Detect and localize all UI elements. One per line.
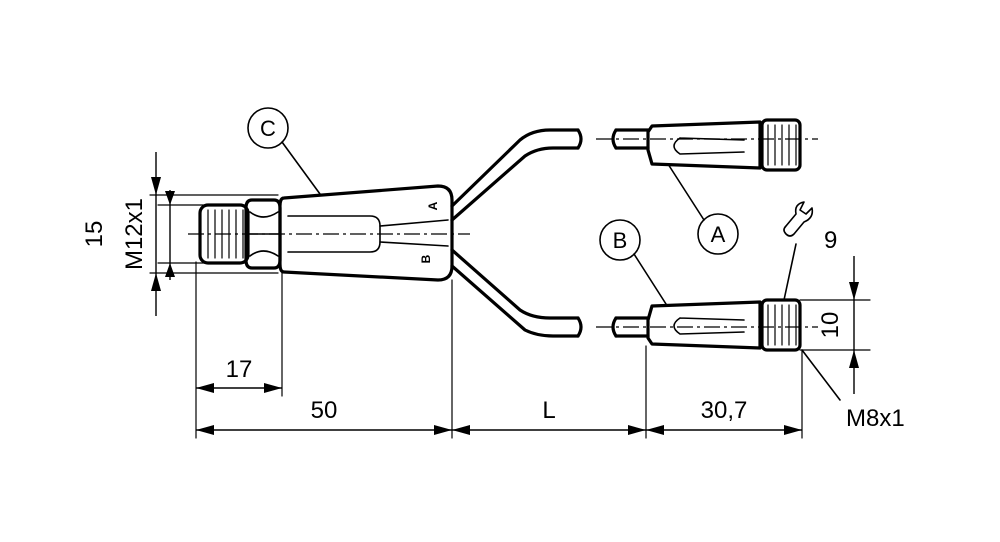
dimension-30-7: 30,7: [646, 397, 802, 435]
svg-text:A: A: [711, 222, 726, 247]
svg-text:50: 50: [311, 397, 338, 424]
svg-text:15: 15: [81, 221, 108, 248]
splitter-body: A B: [278, 184, 454, 282]
svg-text:9: 9: [824, 227, 837, 254]
dimension-l: L: [452, 397, 646, 435]
thread-m8: M8x1: [801, 349, 905, 432]
svg-text:17: 17: [226, 356, 253, 383]
dimension-15: 15: [81, 152, 279, 316]
callout-a: A: [667, 163, 739, 255]
svg-text:30,7: 30,7: [701, 397, 748, 424]
m12-connector: [198, 198, 282, 270]
cable-branches: [450, 128, 583, 338]
svg-text:10: 10: [817, 312, 844, 339]
dimension-50: 50: [196, 397, 452, 435]
m8-connector-b: [611, 298, 802, 352]
extension-lines: [195, 261, 803, 439]
wrench-icon: [783, 201, 814, 237]
callout-c: C: [247, 107, 321, 195]
svg-text:C: C: [260, 116, 276, 141]
svg-text:B: B: [613, 228, 628, 253]
svg-text:M12x1: M12x1: [121, 198, 148, 270]
centerlines: [188, 138, 818, 328]
callout-b: B: [599, 219, 667, 305]
m8-connector-a: [611, 118, 802, 172]
wrench-size: 9: [783, 201, 837, 301]
svg-text:L: L: [542, 397, 555, 424]
dimension-17: 17: [196, 356, 282, 393]
dimension-m12: M12x1: [121, 190, 247, 280]
body-mark-a: A: [426, 201, 440, 210]
body-mark-b: B: [419, 254, 433, 263]
svg-text:M8x1: M8x1: [846, 405, 905, 432]
dimension-10: 10: [799, 256, 871, 394]
